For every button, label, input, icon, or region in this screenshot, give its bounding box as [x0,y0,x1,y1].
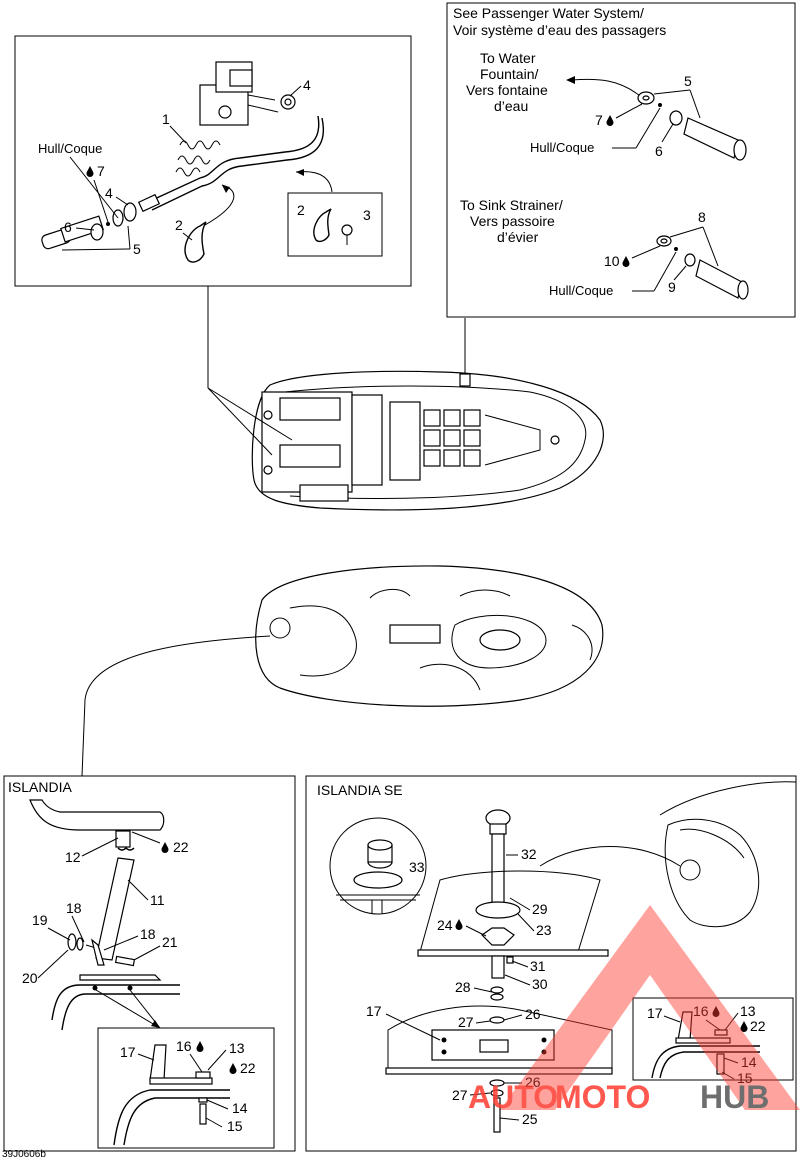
islandia-hardware [67,933,136,991]
islandia-callout-18b: 18 [140,926,156,942]
islandia-callout-15: 15 [227,1118,243,1134]
watermark: AUTO MOTO HUB [468,905,800,1115]
se-callout-32: 32 [521,846,537,862]
callout-1: 1 [162,111,170,127]
callout-6: 6 [64,219,72,235]
drain-hose [137,94,324,213]
callout-9: 9 [668,279,676,295]
fountain-line4: d’eau [494,98,528,114]
islandia-callout-21: 21 [162,934,178,950]
sink-line1: To Sink Strainer/ [460,197,563,213]
islandia-panel: ISLANDIA 12 22 11 18 [3,775,296,1152]
islandia-se-panel: ISLANDIA SE 33 [305,775,797,1152]
se-callout-22: 22 [750,1018,766,1034]
hull-top-view [207,286,604,511]
se-callout-13: 13 [740,1003,756,1019]
islandia-title: ISLANDIA [8,779,72,795]
callout-6-fountain: 6 [655,143,663,159]
se-pedestal [385,809,613,1133]
hose-clamp [184,184,235,263]
cup-holder-detail [336,839,420,914]
sink-fitting [656,235,749,300]
se-callout-26b: 26 [525,1074,541,1090]
hull-label-fountain: Hull/Coque [530,140,594,155]
fountain-line2: Fountain/ [480,66,538,82]
drain-hose-panel: 1 4 2 2 3 Hull/Coque 7 4 6 5 [14,35,412,287]
se-callout-26: 26 [525,1006,541,1022]
islandia-callout-17: 17 [120,1044,136,1060]
islandia-callout-13: 13 [229,1040,245,1056]
fountain-line3: Vers fontaine [466,82,548,98]
callout-7-fountain: 7 [595,112,603,128]
se-callout-29: 29 [532,901,548,917]
se-callout-33: 33 [409,859,425,875]
bilge-pump-assembly [199,61,279,126]
passenger-title-line2: Voir système d’eau des passagers [453,22,666,38]
islandia-callout-19: 19 [32,912,48,928]
se-callout-25: 25 [522,1111,538,1127]
islandia-callout-11: 11 [150,892,165,908]
passenger-water-panel: See Passenger Water System/ Voir système… [446,2,796,318]
sink-line2: Vers passoire [470,213,555,229]
se-callout-14: 14 [741,1054,757,1070]
callout-2-inset: 2 [297,202,305,218]
passenger-title-line1: See Passenger Water System/ [453,5,644,21]
islandia-inset [113,1044,230,1146]
se-callout-23: 23 [536,922,552,938]
fountain-line1: To Water [480,50,536,66]
se-callout-15: 15 [737,1070,753,1086]
islandia-callout-22b: 22 [240,1060,256,1076]
drain-hull-label: Hull/Coque [38,141,102,156]
callout-2: 2 [175,217,183,233]
drain-fitting [41,202,137,250]
se-callout-30: 30 [532,976,548,992]
callout-4b: 4 [105,185,113,201]
islandia-callout-12: 12 [65,849,81,865]
callout-7: 7 [97,163,105,179]
islandia-callout-18a: 18 [66,900,82,916]
se-callout-24: 24 [437,917,453,933]
hull-bottom-view [81,565,604,777]
callout-4: 4 [303,77,311,93]
se-callout-17b: 17 [647,1005,663,1021]
se-callout-17: 17 [366,1003,382,1019]
se-callout-28: 28 [455,979,471,995]
islandia-callout-22: 22 [173,839,189,855]
callout-5-fountain: 5 [684,73,692,89]
watermark-text-a: AUTO [468,1079,558,1115]
se-inset [651,1011,760,1079]
hull-label-sink: Hull/Coque [549,283,613,298]
se-callout-27b: 27 [452,1087,468,1103]
islandia-se-title: ISLANDIA SE [317,782,403,798]
watermark-text-b: MOTO [555,1079,650,1115]
se-callout-27: 27 [458,1014,474,1030]
se-callout-31: 31 [530,958,546,974]
fountain-fitting [637,91,747,161]
callout-8: 8 [698,209,706,225]
se-callout-16: 16 [693,1003,709,1019]
figure-code: 39J0606b [2,1149,46,1160]
sink-line3: d’évier [497,229,539,245]
watermark-text-c: HUB [700,1079,769,1115]
callout-10: 10 [604,253,620,269]
callout-3: 3 [363,207,371,223]
clamp-and-screw-detail [313,208,353,245]
islandia-callout-14: 14 [232,1100,248,1116]
deck-grid [389,401,541,481]
islandia-callout-16: 16 [176,1038,192,1054]
islandia-callout-20: 20 [22,970,38,986]
callout-5: 5 [133,241,141,257]
